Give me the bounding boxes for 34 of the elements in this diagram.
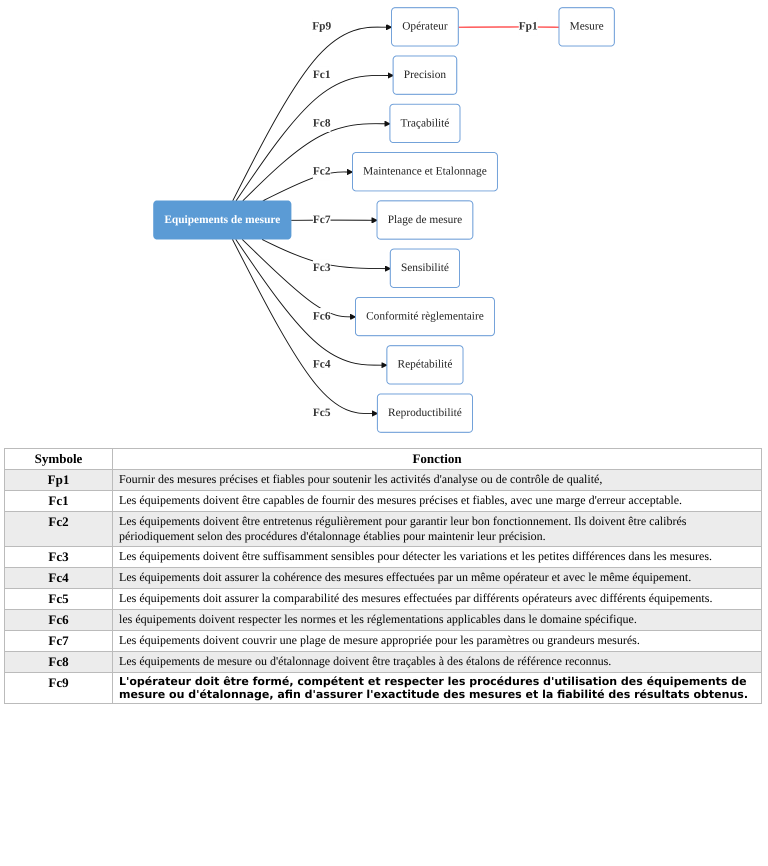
symbol-cell: Fc2 (4, 512, 112, 546)
function-cell: les équipements doivent respecter les normes et les réglementations applicables dans le domaine spécifique. (112, 610, 762, 630)
arrow (290, 217, 378, 224)
function-cell: Fournir des mesures précises et fiables pour soutenir les activités d'analyse ou de contrôle de qualité, (112, 470, 762, 490)
edge-label: Fc6 (312, 310, 331, 322)
edge-label: Fp9 (312, 20, 332, 33)
symbol-cell: Fc8 (4, 652, 112, 672)
arrow (262, 168, 354, 202)
symbol-cell: Fc9 (4, 672, 112, 704)
arrow (242, 239, 356, 320)
edge-label: Fp1 (518, 20, 538, 33)
function-cell: Les équipements de mesure ou d'étalonnage doivent être traçables à des étalons de référence reconnus. (112, 652, 762, 672)
edge-label: Fc2 (312, 165, 331, 178)
arrow (232, 239, 378, 417)
symbol-cell: Fp1 (4, 470, 112, 490)
arrow (242, 120, 390, 202)
arrow (235, 72, 394, 202)
edge-label: Fc4 (312, 358, 331, 371)
edge-label: Fc7 (312, 214, 331, 226)
symbol-cell: Fc4 (4, 568, 112, 588)
edge-label: Fc1 (312, 68, 331, 81)
column-header: Symbole (4, 448, 112, 470)
arrow (262, 239, 391, 272)
arrow (232, 24, 392, 202)
function-cell: Les équipements doivent être entretenus régulièrement pour garantir leur bon fonctionnement. Ils doivent être calibrés périodiquement selon des procédures d'étalonnage établies pour maintenir leur précision. (112, 512, 762, 546)
edge-label: Fc8 (312, 117, 331, 130)
connector (458, 26, 560, 28)
column-header: Fonction (112, 448, 762, 470)
symbol-cell: Fc6 (4, 610, 112, 630)
edge-label: Fc3 (312, 262, 331, 274)
arrow (235, 239, 388, 368)
function-cell: Les équipements doit assurer la cohérence des mesures effectuées par un même opérateur et avec le même équipement. (112, 568, 762, 588)
edge-label: Fc5 (312, 406, 331, 419)
function-cell: L'opérateur doit être formé, compétent et respecter les procédures d'utilisation des équipements de mesure ou d'étalonnage, afin d'assurer l'exactitude des mesures et la fiabilité des résultats obtenus. (112, 672, 762, 704)
